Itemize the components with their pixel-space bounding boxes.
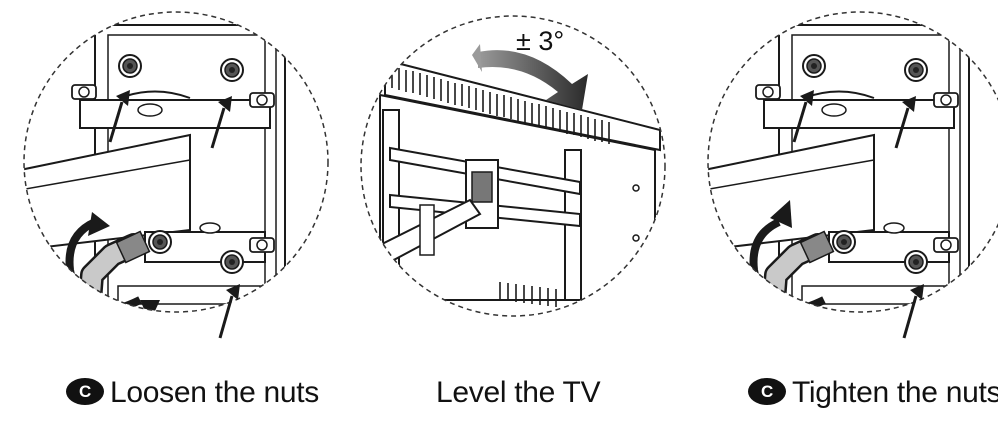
tighten-bracket-illustration xyxy=(704,25,994,312)
level-detail-circle xyxy=(360,15,666,317)
loosen-caption-text: Loosen the nuts xyxy=(110,376,320,409)
tighten-panel xyxy=(704,11,998,339)
loosen-panel xyxy=(20,11,329,339)
loosen-bracket-illustration xyxy=(20,25,310,312)
level-panel xyxy=(360,15,666,317)
tilt-arrow xyxy=(478,50,588,110)
tv-back-illustration xyxy=(378,58,661,307)
tighten-detail-circle xyxy=(707,11,998,313)
step-c-badge: C xyxy=(66,377,104,405)
loosen-detail-circle xyxy=(23,11,329,313)
loosen-pointer-arrows xyxy=(108,90,240,339)
tilt-angle-label: ± 3° xyxy=(516,26,564,56)
level-caption: Level the TV xyxy=(436,376,601,410)
step-c-badge: C xyxy=(748,377,786,405)
tighten-caption-text: Tighten the nuts xyxy=(792,376,998,409)
level-caption-text: Level the TV xyxy=(436,376,601,409)
tighten-pointer-arrows xyxy=(792,90,924,339)
